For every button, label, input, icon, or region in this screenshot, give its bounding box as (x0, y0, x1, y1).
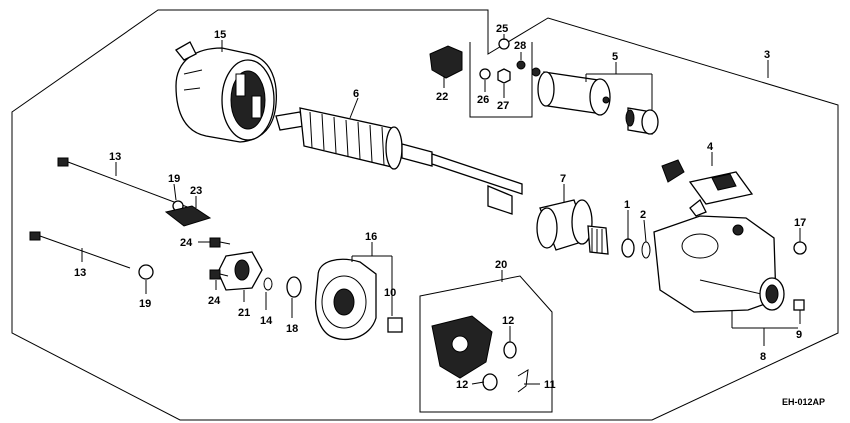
callout-12-lower: 12 (456, 379, 468, 391)
callout-11: 11 (544, 379, 556, 391)
bushing-9 (793, 299, 805, 311)
leader-lines (81, 34, 801, 385)
callout-23: 23 (190, 185, 202, 197)
screw-24-upper (209, 237, 231, 248)
callout-21: 21 (238, 307, 250, 319)
callout-12-upper: 12 (502, 315, 514, 327)
callout-14: 14 (260, 315, 273, 327)
callout-18: 18 (286, 323, 298, 335)
shift-lever (661, 159, 754, 217)
washer-18 (286, 276, 302, 298)
callout-9: 9 (796, 329, 802, 341)
brush-holder-group-boundary (419, 275, 553, 413)
callout-24-upper: 24 (180, 237, 193, 249)
callout-19-upper: 19 (168, 173, 180, 185)
callout-8: 8 (760, 351, 766, 363)
callout-16: 16 (365, 231, 377, 243)
washer-27 (497, 68, 511, 84)
brush-retainer (517, 369, 529, 393)
screw-24-lower (209, 269, 229, 280)
callout-10: 10 (384, 287, 396, 299)
callout-4: 4 (707, 141, 714, 153)
snap-ring (641, 241, 651, 259)
nut-26 (479, 68, 491, 80)
drive-end-housing (653, 215, 785, 313)
callout-7: 7 (560, 173, 566, 185)
callout-2: 2 (640, 209, 646, 221)
solenoid (531, 67, 659, 135)
washer-28 (516, 60, 526, 70)
reference-code: EH-012AP (782, 397, 825, 407)
brush-holder (431, 315, 493, 379)
callout-20: 20 (495, 259, 507, 271)
assembly-boundary (11, 9, 839, 421)
overrunning-clutch (536, 199, 609, 255)
callout-6: 6 (353, 88, 359, 100)
callout-22: 22 (436, 91, 448, 103)
nut-25 (498, 38, 510, 50)
end-cover (314, 258, 377, 341)
callout-26: 26 (477, 94, 489, 106)
yoke-housing (175, 41, 278, 143)
armature (275, 107, 523, 215)
callout-labels: 15 6 25 28 22 26 27 5 3 4 7 1 2 17 9 8 1… (74, 23, 825, 407)
bracket-23 (164, 205, 212, 227)
callout-3: 3 (764, 49, 770, 61)
terminal-hardware-bracket (469, 42, 533, 118)
brush-spring-upper (503, 341, 517, 359)
through-bolt-upper (57, 157, 191, 209)
callout-5: 5 (612, 51, 618, 63)
callout-13-lower: 13 (74, 267, 86, 279)
callout-15: 15 (214, 29, 226, 41)
through-bolt-lower (29, 231, 131, 269)
callout-1: 1 (624, 199, 630, 211)
callout-17: 17 (794, 217, 806, 229)
callout-27: 27 (497, 100, 509, 112)
callout-24-lower: 24 (208, 295, 221, 307)
nut-17 (793, 241, 807, 255)
bushing-10 (387, 317, 403, 333)
lock-plate (263, 277, 273, 291)
stop-collar (621, 238, 635, 258)
callout-25: 25 (496, 23, 508, 35)
washer-19-lower (138, 264, 154, 280)
callout-13-upper: 13 (109, 151, 121, 163)
brush-spring-lower (482, 373, 498, 391)
callout-28: 28 (514, 40, 526, 52)
end-cap (217, 251, 263, 291)
terminal-clip (429, 45, 463, 79)
callout-19-lower: 19 (139, 298, 151, 310)
